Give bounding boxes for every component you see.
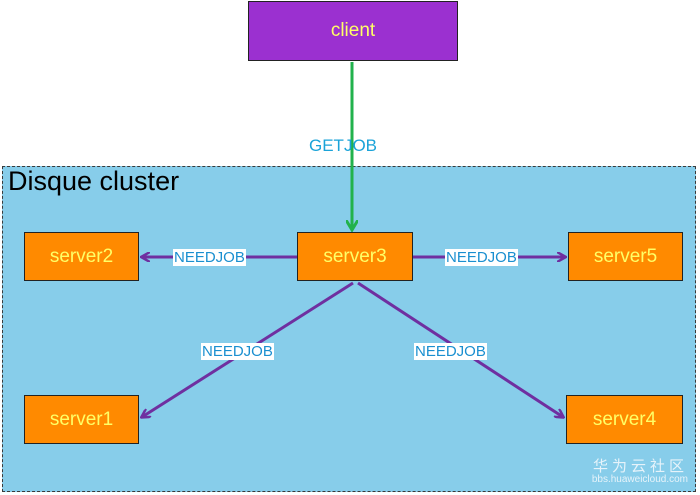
- cluster-title: Disque cluster: [8, 166, 180, 196]
- server5-node: server5: [568, 232, 683, 281]
- needjob-label-server1: NEEDJOB: [201, 343, 274, 360]
- needjob-label-server2: NEEDJOB: [173, 249, 246, 266]
- client-node: client: [248, 1, 458, 61]
- server2-node: server2: [24, 232, 139, 281]
- server3-node: server3: [297, 232, 413, 281]
- server1-node: server1: [24, 395, 139, 444]
- getjob-label: GETJOB: [309, 136, 378, 155]
- watermark-title: 华为云社区: [592, 458, 688, 475]
- needjob-label-server5: NEEDJOB: [445, 249, 518, 266]
- watermark-url: bbs.huaweicloud.com: [591, 474, 688, 485]
- needjob-label-server4: NEEDJOB: [414, 343, 487, 360]
- server4-node: server4: [566, 395, 683, 444]
